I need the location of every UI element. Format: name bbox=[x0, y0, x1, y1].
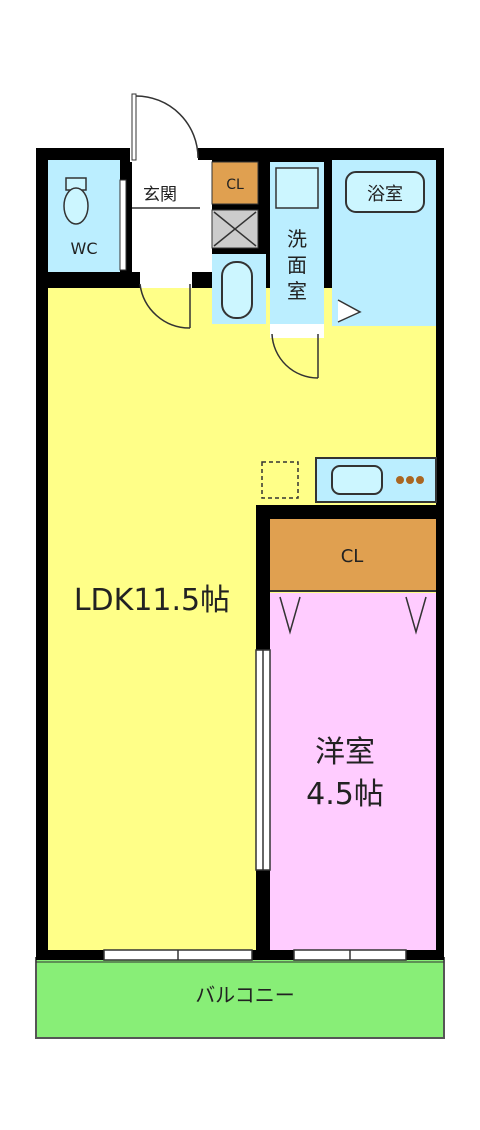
washbasin-icon bbox=[221, 261, 253, 319]
ldk-door bbox=[139, 272, 192, 329]
washroom: 洗 面 室 bbox=[212, 162, 324, 324]
ldk-label: LDK11.5帖 bbox=[74, 583, 230, 618]
kitchen-counter bbox=[261, 457, 437, 503]
bedroom: 洋室 4.5帖 bbox=[270, 593, 436, 950]
entry-label: 玄関 bbox=[143, 185, 177, 205]
balcony: バルコニー bbox=[35, 957, 445, 1039]
bedroom-size: 4.5帖 bbox=[306, 777, 384, 812]
washroom-label-1: 洗 bbox=[287, 227, 307, 251]
wc-room: WC bbox=[48, 160, 127, 272]
washroom-label-3: 室 bbox=[287, 279, 307, 303]
toilet-icon bbox=[63, 187, 89, 225]
bedroom-closet: CL bbox=[270, 519, 436, 592]
stove-burner-icon bbox=[396, 476, 404, 484]
washroom-label-2: 面 bbox=[287, 253, 307, 277]
fridge-space bbox=[261, 461, 299, 499]
entry: 玄関 bbox=[132, 160, 212, 272]
stove-burner-icon bbox=[406, 476, 414, 484]
balcony-label: バルコニー bbox=[195, 983, 295, 1007]
windows bbox=[103, 949, 407, 961]
bedroom-name: 洋室 bbox=[315, 735, 375, 770]
entry-closet: CL bbox=[211, 161, 259, 205]
bathtub-icon bbox=[345, 171, 425, 213]
stove-burner-icon bbox=[416, 476, 424, 484]
bath-label: 浴室 bbox=[367, 184, 403, 205]
entry-door bbox=[131, 93, 199, 161]
bathroom: 浴室 bbox=[332, 160, 436, 326]
washroom-door bbox=[270, 324, 324, 379]
pipe-shaft bbox=[211, 209, 259, 249]
washing-machine-space bbox=[275, 167, 319, 209]
closet-label: CL bbox=[341, 546, 364, 567]
entry-closet-label: CL bbox=[226, 177, 244, 193]
sliding-door bbox=[255, 649, 271, 871]
wc-label: WC bbox=[71, 239, 98, 258]
